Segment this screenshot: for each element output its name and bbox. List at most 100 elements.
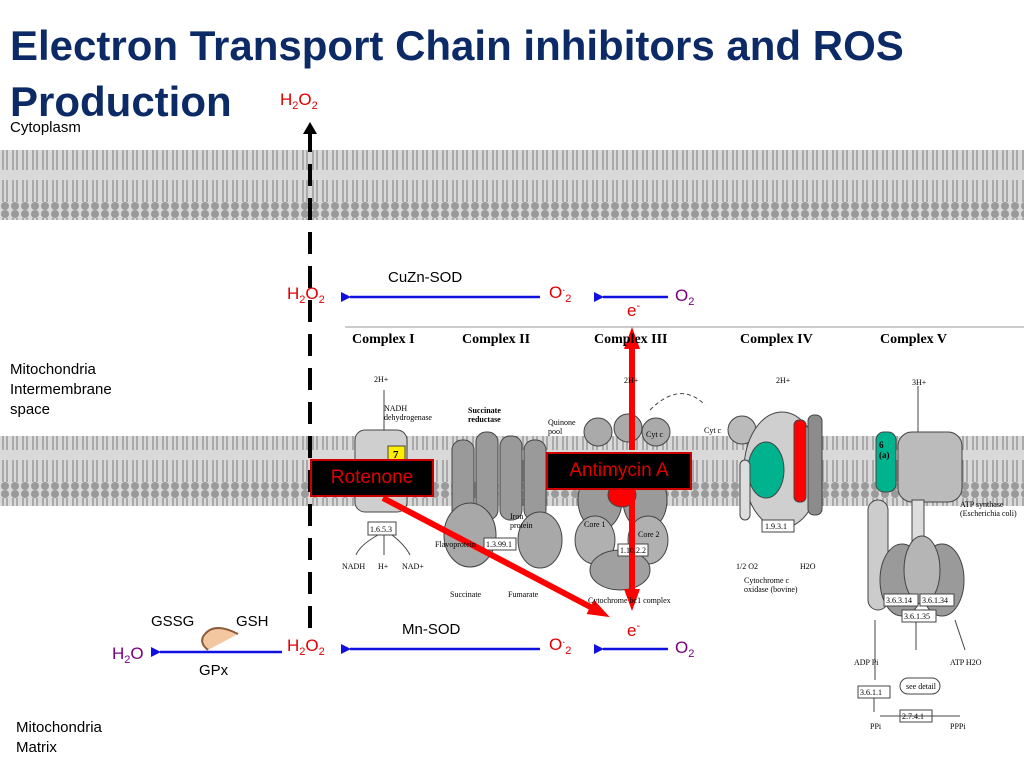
superoxide-dot: .	[562, 282, 566, 294]
kegg-ec-1: 1.6.5.3	[370, 525, 392, 534]
superoxide-dot: .	[562, 634, 566, 646]
kegg-ec-7: 2.7.4.1	[902, 712, 924, 721]
outer-membrane	[0, 150, 1024, 220]
kegg-cytochrome-bc1: Cytochrome bc1 complex	[588, 596, 671, 605]
kegg-3h-complex-v: 3H+	[912, 378, 927, 387]
gsh-label: GSH	[236, 613, 269, 630]
h2o-o: O	[130, 644, 144, 663]
intermembrane-electron: e-	[627, 300, 640, 321]
page-title: Electron Transport Chain inhibitors and …	[10, 22, 904, 125]
glutathione-cycle-arrow	[201, 627, 239, 651]
kegg-ppi: PPi	[870, 722, 882, 731]
h2o-sub: 2	[124, 654, 131, 666]
kegg-core1: Core 1	[584, 520, 606, 529]
kegg-subunit-6a: 6 (a)	[879, 440, 890, 460]
matrix-o2: O2	[675, 638, 694, 660]
electron-e: e	[627, 621, 637, 640]
matrix-line-2: Matrix	[16, 739, 57, 756]
kegg-2h-left: 2H+	[374, 375, 389, 384]
cytoplasm-label: Cytoplasm	[10, 119, 81, 136]
kegg-hplus: H+	[378, 562, 389, 571]
kegg-cytc-2: Cyt c	[704, 426, 722, 435]
kegg-ec-5a: 3.6.3.14	[886, 596, 912, 605]
cytoplasm-h2o2: H2O2	[280, 90, 318, 112]
intermembrane-label: Mitochondria Intermembrane space	[10, 360, 112, 420]
kegg-ec-5b: 3.6.1.34	[922, 596, 948, 605]
h2o2-sub1: 2	[299, 646, 306, 658]
kegg-h2o: H2O	[800, 562, 816, 571]
mn-sod-label: Mn-SOD	[402, 621, 461, 638]
h2o2-sub1: 2	[292, 100, 299, 112]
h2o-h: H	[112, 644, 125, 663]
h2o2-h: H	[280, 90, 293, 109]
matrix-superoxide: O.2	[549, 634, 571, 657]
kegg-iron-protein: Iron protein	[510, 512, 533, 530]
h2o2-o: O	[305, 636, 319, 655]
kegg-nadplus: NAD+	[402, 562, 424, 571]
cuzn-sod-label: CuZn-SOD	[388, 269, 463, 286]
intermembrane-h2o2: H2O2	[287, 284, 325, 306]
kegg-subunit-7: 7	[393, 449, 399, 461]
h2o2-sub1: 2	[299, 294, 306, 306]
kegg-ec-4: 1.9.3.1	[765, 522, 787, 531]
o2-o: O	[675, 286, 689, 305]
intermembrane-line-2: Intermembrane	[10, 381, 112, 398]
h2o2-h: H	[287, 636, 300, 655]
h2o2-sub2: 2	[318, 294, 325, 306]
o2-sub: 2	[688, 296, 695, 308]
kegg-core2: Core 2	[638, 530, 660, 539]
rotenone-box: Rotenone	[310, 459, 434, 497]
complex-iv-label: Complex IV	[740, 332, 813, 347]
kegg-2h-complex-iv: 2H+	[776, 376, 791, 385]
kegg-atp: ATP H2O	[950, 658, 982, 667]
complex-iv-shape	[727, 411, 823, 533]
kegg-see-detail: see detail	[906, 682, 936, 691]
kegg-succinate-reductase: Succinate reductase	[468, 406, 501, 424]
antimycin-a-box: Antimycin A	[546, 452, 692, 490]
electron-e: e	[627, 301, 637, 320]
h2o2-o: O	[298, 90, 312, 109]
kegg-2h-complex-iii: 2H+	[624, 376, 639, 385]
kegg-pppi: PPPi	[950, 722, 966, 731]
intermembrane-superoxide: O.2	[549, 282, 571, 305]
electron-minus: -	[636, 620, 641, 632]
complex-i-label: Complex I	[352, 332, 415, 347]
intermembrane-o2: O2	[675, 286, 694, 308]
kegg-ec-2: 1.3.99.1	[486, 540, 512, 549]
matrix-h2o2: H2O2	[287, 636, 325, 658]
kegg-flavoprotein: Flavoprotein	[435, 540, 476, 549]
electron-minus: -	[636, 300, 641, 312]
kegg-ec-6: 3.6.1.1	[860, 688, 882, 697]
kegg-ec-5c: 3.6.1.35	[904, 612, 930, 621]
gpx-label: GPx	[199, 662, 229, 679]
matrix-h2o: H2O	[112, 644, 144, 666]
h2o2-sub2: 2	[311, 100, 318, 112]
kegg-quinone-pool: Quinone pool	[548, 418, 576, 436]
complex-i-electron-arrow	[381, 495, 610, 618]
complex-i-substrates	[355, 534, 411, 556]
h2o2-sub2: 2	[318, 646, 325, 658]
kegg-adp: ADP Pi	[854, 658, 879, 667]
gssg-label: GSSG	[151, 613, 195, 630]
kegg-cytochrome-oxidase: Cytochrome c oxidase (bovine)	[744, 576, 798, 594]
kegg-atp-synthase: ATP synthase (Escherichia coli)	[960, 500, 1017, 518]
complex-v-label: Complex V	[880, 332, 948, 347]
h2o2-o: O	[305, 284, 319, 303]
kegg-ec-3: 1.10.2.2	[620, 546, 646, 555]
kegg-nadh: NADH	[342, 562, 366, 571]
superoxide-sub: 2	[565, 293, 572, 305]
matrix-electron: e-	[627, 620, 640, 641]
intermembrane-line-1: Mitochondria	[10, 361, 96, 378]
complex-ii-label: Complex II	[462, 332, 531, 347]
kegg-fumarate: Fumarate	[508, 590, 539, 599]
complex-v-shape	[857, 386, 966, 723]
complex-iii-label: Complex III	[594, 332, 668, 347]
o2-o: O	[675, 638, 689, 657]
superoxide-o: O	[549, 635, 563, 654]
superoxide-o: O	[549, 283, 563, 302]
o2-sub: 2	[688, 648, 695, 660]
intermembrane-line-3: space	[10, 401, 51, 418]
superoxide-sub: 2	[565, 645, 572, 657]
matrix-label: Mitochondria Matrix	[16, 718, 102, 758]
